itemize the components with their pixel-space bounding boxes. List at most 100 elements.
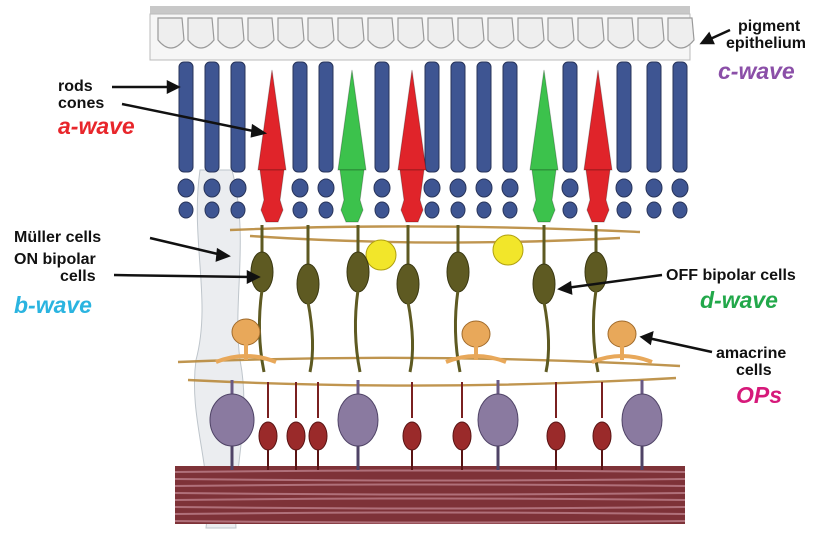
- rod-cell: [673, 62, 687, 172]
- horizontal-cell: [366, 240, 396, 270]
- bipolar-cell: [347, 252, 369, 292]
- rod-nucleus: [374, 179, 390, 197]
- pigment-epithelium-cell: [578, 18, 604, 48]
- off-bipolar-label: OFF bipolar cells: [666, 267, 796, 284]
- bipolar-cell: [251, 252, 273, 292]
- red-cone: [584, 70, 612, 170]
- bipolar-cell-layer: [251, 225, 607, 372]
- rod-terminal: [647, 202, 661, 218]
- pigment-epithelium-cell: [338, 18, 364, 48]
- muller-cells-label: Müller cells: [14, 229, 101, 246]
- a-wave-label: a-wave: [58, 113, 135, 140]
- horizontal-cells: [366, 235, 523, 270]
- rod-nucleus: [502, 179, 518, 197]
- rod-nucleus: [562, 179, 578, 197]
- pigment-epithelium-cell: [218, 18, 244, 48]
- rod-terminal: [179, 202, 193, 218]
- rod-terminal: [231, 202, 245, 218]
- c-wave-label: c-wave: [718, 58, 795, 85]
- rod-cell: [375, 62, 389, 172]
- rod-cell: [293, 62, 307, 172]
- rod-cell: [425, 62, 439, 172]
- d-wave-label: d-wave: [700, 287, 778, 314]
- nerve-fiber-layer: [175, 466, 685, 524]
- horizontal-cell: [493, 235, 523, 265]
- rod-cell: [451, 62, 465, 172]
- amacrine-cells-label: cells: [736, 362, 772, 379]
- ganglion-cell: [338, 394, 378, 446]
- rod-nucleus: [672, 179, 688, 197]
- rod-terminal: [617, 202, 631, 218]
- rod-nucleus: [646, 179, 662, 197]
- rod-terminal: [503, 202, 517, 218]
- rod-nucleus: [178, 179, 194, 197]
- amacrine-arrow: [648, 338, 712, 352]
- rod-nucleus: [450, 179, 466, 197]
- small-ganglion-cell: [453, 422, 471, 450]
- rod-nucleus: [318, 179, 334, 197]
- pigment-epithelium-cell: [428, 18, 454, 48]
- small-ganglion-cell: [593, 422, 611, 450]
- rod-nucleus: [616, 179, 632, 197]
- small-ganglion-cell: [403, 422, 421, 450]
- pigment-label: pigment: [738, 18, 800, 35]
- small-ganglion-cell: [309, 422, 327, 450]
- photoreceptor-layer: [178, 62, 688, 222]
- rod-terminal: [425, 202, 439, 218]
- red-cone: [258, 70, 286, 170]
- green-cone-body: [340, 170, 364, 222]
- small-ganglion-cell: [547, 422, 565, 450]
- on-bipolar-label: ON bipolar: [14, 251, 96, 268]
- pigment-epithelium-cell: [248, 18, 274, 48]
- red-cone-body: [586, 170, 610, 222]
- bipolar-cell: [533, 264, 555, 304]
- pigment-epithelium-cell: [308, 18, 334, 48]
- pigment-epithelium-cell: [548, 18, 574, 48]
- rod-cell: [205, 62, 219, 172]
- rod-terminal: [563, 202, 577, 218]
- rod-terminal: [673, 202, 687, 218]
- pigment-epithelium-layer: [150, 6, 694, 60]
- rod-cell: [477, 62, 491, 172]
- pigment-epithelium-cell: [608, 18, 634, 48]
- rod-nucleus: [292, 179, 308, 197]
- ganglion-cell: [622, 394, 662, 446]
- rod-cell: [647, 62, 661, 172]
- rod-terminal: [451, 202, 465, 218]
- rod-cell: [319, 62, 333, 172]
- rod-terminal: [205, 202, 219, 218]
- pigment-epithelium-cell: [278, 18, 304, 48]
- off-bipolar-arrow: [566, 275, 662, 288]
- red-cone: [398, 70, 426, 170]
- pigment-epithelium-cell: [668, 18, 694, 48]
- green-cone-body: [532, 170, 556, 222]
- rod-nucleus: [204, 179, 220, 197]
- small-ganglion-cell: [259, 422, 277, 450]
- ganglion-cell: [478, 394, 518, 446]
- rod-terminal: [477, 202, 491, 218]
- rod-terminal: [375, 202, 389, 218]
- rod-terminal: [319, 202, 333, 218]
- rod-cell: [617, 62, 631, 172]
- amacrine-cell: [608, 321, 636, 347]
- b-wave-label: b-wave: [14, 292, 92, 319]
- rod-cell: [503, 62, 517, 172]
- amacrine-cell: [232, 319, 260, 345]
- rod-nucleus: [424, 179, 440, 197]
- pigment-epithelium-cell: [638, 18, 664, 48]
- bipolar-cell: [447, 252, 469, 292]
- ops-label: OPs: [736, 382, 782, 409]
- small-ganglion-cell: [287, 422, 305, 450]
- red-cone-body: [400, 170, 424, 222]
- bipolar-cell: [297, 264, 319, 304]
- rod-cell: [563, 62, 577, 172]
- rod-terminal: [293, 202, 307, 218]
- red-cone-body: [260, 170, 284, 222]
- green-cone: [338, 70, 366, 170]
- pigment-epithelium-cell: [368, 18, 394, 48]
- ganglion-cell-layer: [210, 380, 662, 470]
- ganglion-cell: [210, 394, 254, 446]
- bipolar-cell: [397, 264, 419, 304]
- epithelium-label: epithelium: [726, 35, 806, 52]
- amacrine-cell: [462, 321, 490, 347]
